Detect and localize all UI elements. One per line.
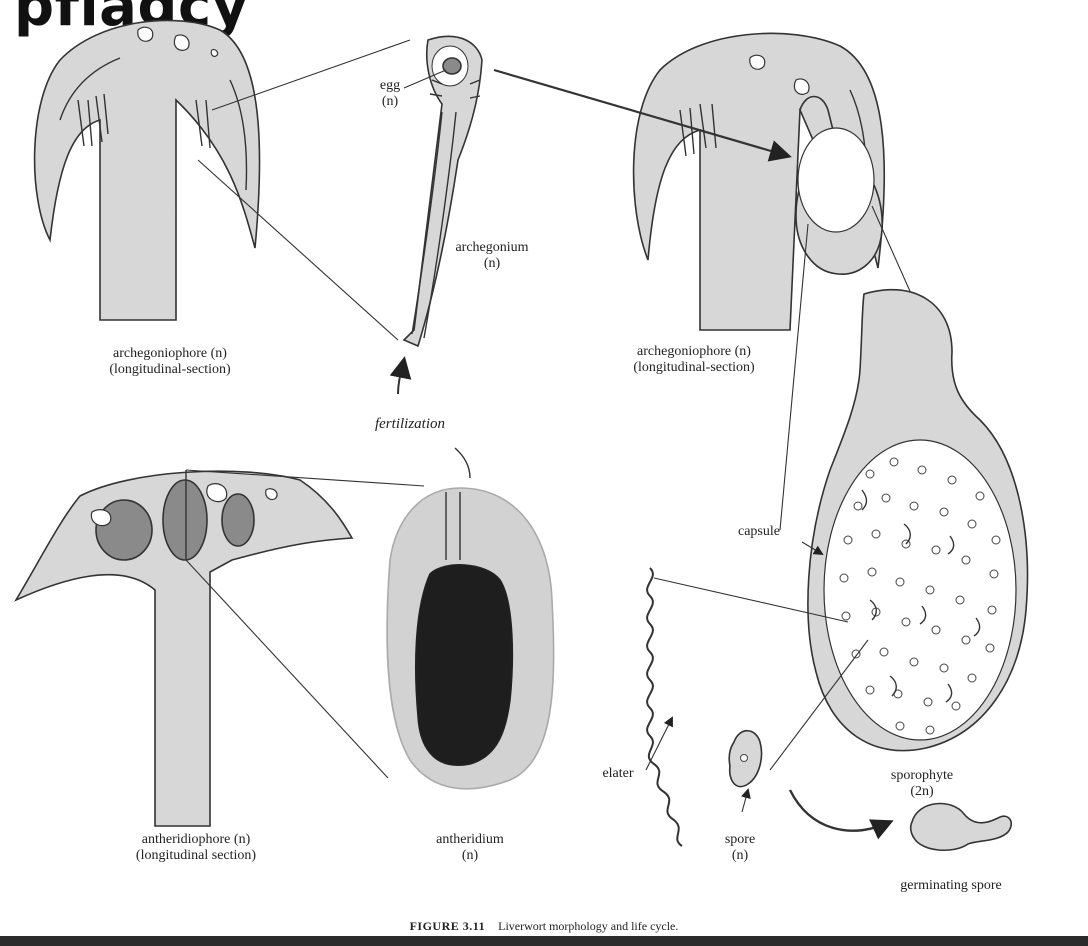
spore-dots bbox=[839, 457, 1001, 735]
antheridiophore-drawing bbox=[13, 470, 354, 827]
arrow-to-germinating-spore bbox=[788, 789, 894, 840]
antheridium-label: antheridium (n) bbox=[420, 832, 520, 864]
figure-caption-text: Liverwort morphology and life cycle. bbox=[498, 919, 679, 933]
spore-nucleus bbox=[740, 754, 748, 762]
archegoniophore-left-label-line1: archegoniophore (n) bbox=[113, 346, 227, 361]
antheridiophore-label-line1: antheridiophore (n) bbox=[141, 832, 251, 847]
egg-label-line2: (n) bbox=[381, 94, 399, 109]
antheridium-label-line1: antheridium bbox=[436, 832, 504, 847]
capsule-label: capsule bbox=[738, 524, 780, 539]
elater-drawing bbox=[646, 567, 683, 847]
figure-number: FIGURE 3.11 bbox=[409, 919, 486, 933]
spore-label-line1: spore bbox=[724, 832, 756, 847]
leader-sporophyte-left bbox=[779, 223, 809, 531]
archegoniophore-left-label: archegoniophore (n) (longitudinal-sectio… bbox=[60, 346, 280, 378]
fertilization-curve bbox=[454, 447, 471, 479]
fertilization-label: fertilization bbox=[374, 416, 445, 432]
egg-label-line1: egg bbox=[379, 78, 401, 93]
leader-archegoniophore-bottom bbox=[197, 159, 399, 341]
spore-label: spore (n) bbox=[710, 832, 770, 864]
archegoniophore-left-label-line2: (longitudinal-section) bbox=[109, 362, 231, 377]
spore-label-line2: (n) bbox=[731, 848, 749, 863]
leader-elater bbox=[653, 577, 849, 623]
sporophyte-label-line2: (2n) bbox=[910, 784, 934, 799]
archegonium-drawing bbox=[402, 35, 483, 348]
capsule-leader bbox=[801, 541, 824, 556]
spore-leader bbox=[741, 788, 751, 813]
archegonium-label: archegonium (n) bbox=[432, 240, 552, 272]
leader-antheridium-bottom bbox=[185, 559, 389, 779]
elater-leader bbox=[645, 716, 673, 771]
archegoniophore-left-drawing bbox=[33, 19, 261, 321]
sporophyte-label: sporophyte (2n) bbox=[872, 768, 972, 800]
arrow-to-archegonium bbox=[389, 356, 412, 395]
archegoniophore-right-label-line2: (longitudinal-section) bbox=[633, 360, 755, 375]
leader-spore bbox=[769, 639, 869, 771]
archegonium-label-line2: (n) bbox=[483, 256, 501, 271]
germinating-spore-label: germinating spore bbox=[900, 878, 1002, 893]
archegoniophore-right-label-line1: archegoniophore (n) bbox=[637, 344, 751, 359]
germinating-spore-drawing bbox=[909, 802, 1013, 852]
antheridium-label-line2: (n) bbox=[461, 848, 479, 863]
arrow-egg-to-sporophyte bbox=[493, 68, 792, 162]
archegonium-label-line1: archegonium bbox=[455, 240, 529, 255]
sporophyte-label-line1: sporophyte bbox=[890, 768, 954, 783]
leader-antheridium-top bbox=[185, 469, 425, 487]
archegoniophore-right-drawing bbox=[632, 32, 886, 331]
egg-label: egg (n) bbox=[370, 78, 410, 110]
bottom-bar bbox=[0, 936, 1088, 946]
antheridiophore-label-line2: (longitudinal section) bbox=[135, 848, 257, 863]
antheridiophore-label: antheridiophore (n) (longitudinal sectio… bbox=[86, 832, 306, 864]
leader-archegoniophore-top bbox=[211, 39, 411, 111]
archegoniophore-right-label: archegoniophore (n) (longitudinal-sectio… bbox=[584, 344, 804, 376]
antheridium-drawing bbox=[386, 487, 555, 790]
elater-label: elater bbox=[602, 766, 634, 781]
figure-caption: FIGURE 3.11 Liverwort morphology and lif… bbox=[0, 919, 1088, 934]
sporophyte-drawing bbox=[807, 288, 1029, 752]
